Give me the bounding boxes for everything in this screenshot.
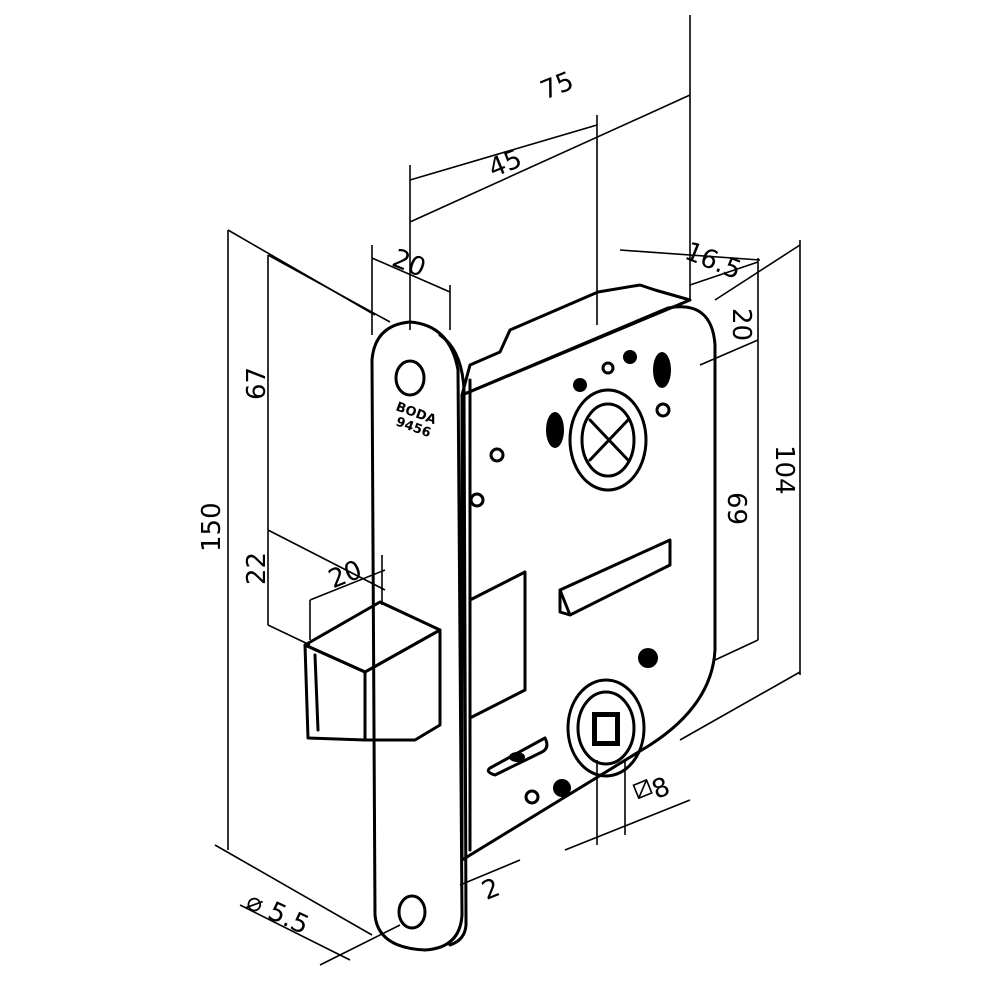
- screw-hole: [469, 492, 485, 508]
- screw-hole: [489, 447, 505, 463]
- cylinder-hole: [546, 350, 671, 492]
- slot: [558, 538, 672, 617]
- follower: [486, 648, 658, 805]
- dim-latch-height: 22: [242, 552, 272, 585]
- square-symbol-icon: [632, 778, 653, 800]
- dimension-lines: [214, 15, 801, 966]
- dim-top-to-latch: 67: [242, 367, 272, 400]
- dim-faceplate-width: 20: [388, 244, 430, 284]
- dim-backset: 45: [484, 144, 526, 184]
- dim-cylinder-to-follower: 69: [721, 492, 751, 525]
- dim-top-to-cylinder: 20: [726, 308, 756, 341]
- dim-faceplate-thickness: 2: [478, 873, 505, 907]
- faceplate: BODA 9456: [370, 320, 468, 952]
- dim-follower-square: 8: [648, 772, 675, 806]
- lock-case: [460, 283, 717, 862]
- latch-bolt: [303, 600, 442, 742]
- dim-total-depth: 75: [536, 66, 578, 106]
- latch-housing: [468, 570, 527, 720]
- dim-case-height: 104: [769, 445, 799, 495]
- dim-faceplate-height: 150: [197, 502, 227, 552]
- dim-latch-projection: 20: [324, 555, 366, 595]
